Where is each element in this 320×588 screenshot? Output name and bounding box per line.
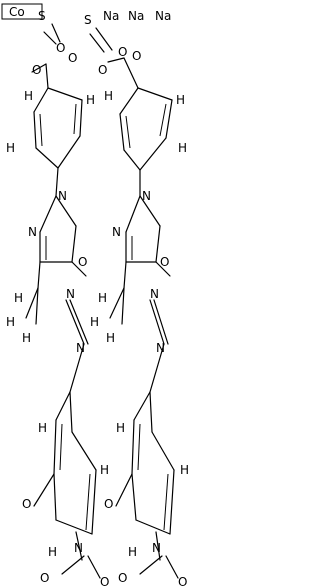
left-sulfonyl-oh: O bbox=[32, 63, 41, 77]
right-h-3: H bbox=[178, 141, 187, 155]
right-sulfonyl-oh: O bbox=[98, 63, 107, 77]
left-ring-n: N bbox=[58, 189, 67, 203]
right-nitro-o1: O bbox=[118, 571, 127, 585]
right-bonds bbox=[89, 27, 179, 579]
right-azo-n2: N bbox=[156, 341, 165, 355]
right-pyrazole-n: N bbox=[112, 225, 121, 239]
right-lower-h-2: H bbox=[180, 463, 189, 477]
left-azo-n2: N bbox=[76, 341, 85, 355]
right-lower-h-1: H bbox=[116, 421, 125, 435]
left-lower-h-3: H bbox=[48, 545, 57, 559]
left-pyrazole-n: N bbox=[28, 225, 37, 239]
right-azo-n1: N bbox=[150, 287, 159, 301]
left-molecule: S O O O H H H N N O H H H N N O N O O H … bbox=[6, 9, 109, 588]
left-methyl-h-2: H bbox=[6, 315, 15, 329]
right-sulfur: S bbox=[84, 13, 92, 27]
right-lower-h-3: H bbox=[128, 545, 137, 559]
left-sulfur: S bbox=[38, 9, 46, 23]
right-atom-labels: S O O O H H H N N O H H H N N O N O O H … bbox=[84, 13, 189, 588]
right-methyl-h-2: H bbox=[90, 315, 99, 329]
left-h-3: H bbox=[6, 141, 15, 155]
right-h-2: H bbox=[176, 93, 185, 107]
left-h-2: H bbox=[86, 93, 95, 107]
sodium-label-3: Na bbox=[155, 9, 171, 23]
left-carbonyl-o: O bbox=[78, 255, 87, 269]
right-molecule: S O O O H H H N N O H H H N N O N O O H … bbox=[84, 13, 189, 588]
left-azo-n1: N bbox=[66, 287, 75, 301]
chemical-structure-diagram: Co Na Na Na bbox=[1, 3, 189, 588]
right-ring-n: N bbox=[142, 189, 151, 203]
left-nitro-n: N bbox=[74, 541, 83, 555]
left-lower-h-2: H bbox=[100, 463, 109, 477]
right-carbonyl-o: O bbox=[160, 255, 169, 269]
right-sulfonyl-o-1: O bbox=[118, 45, 127, 59]
left-sulfonyl-o-2: O bbox=[68, 51, 77, 65]
left-atom-labels: S O O O H H H N N O H H H N N O N O O H … bbox=[6, 9, 109, 588]
cobalt-label: Co bbox=[9, 5, 25, 19]
sodium-label-2: Na bbox=[128, 9, 144, 23]
right-h-1: H bbox=[104, 89, 113, 103]
right-nitro-o2: O bbox=[178, 575, 187, 588]
right-methyl-h-3: H bbox=[106, 331, 115, 345]
right-nitro-n: N bbox=[152, 541, 161, 555]
left-methyl-h-1: H bbox=[14, 291, 23, 305]
cobalt-box bbox=[1, 3, 43, 20]
sodium-label-1: Na bbox=[103, 9, 119, 23]
left-lower-h-1: H bbox=[38, 421, 47, 435]
right-methyl-h-1: H bbox=[98, 291, 107, 305]
left-h-1: H bbox=[24, 89, 33, 103]
left-phenol-o: O bbox=[22, 497, 31, 511]
left-sulfonyl-o-1: O bbox=[56, 41, 65, 55]
left-nitro-o2: O bbox=[100, 575, 109, 588]
ion-labels: Co Na Na Na bbox=[1, 3, 171, 23]
right-phenol-o: O bbox=[104, 497, 113, 511]
right-sulfonyl-o-2: O bbox=[132, 49, 141, 63]
left-nitro-o1: O bbox=[40, 571, 49, 585]
left-bonds bbox=[25, 23, 101, 579]
left-methyl-h-3: H bbox=[22, 331, 31, 345]
